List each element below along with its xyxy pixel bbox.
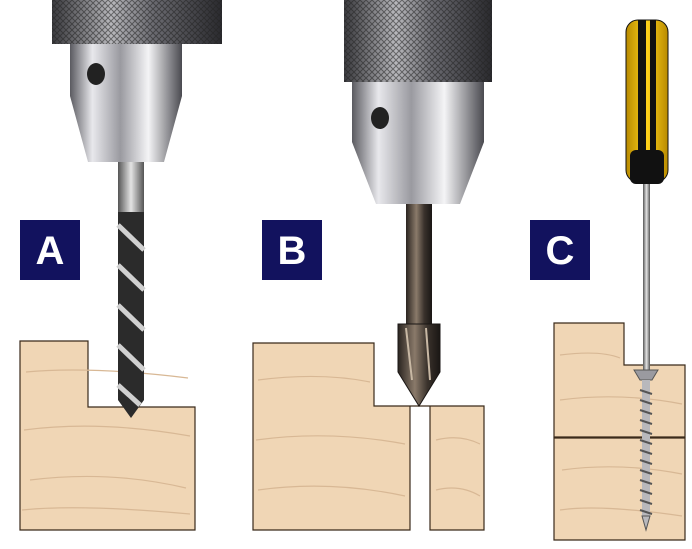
panel-label-b-text: B: [278, 229, 307, 273]
screwdriver: [625, 19, 669, 370]
drill-chuck-a: [52, 0, 222, 162]
panel-b: B: [252, 0, 492, 531]
panel-label-c-text: C: [546, 229, 575, 273]
drill-bit: [116, 162, 146, 418]
screw: [633, 369, 659, 532]
panel-label-a-text: A: [36, 229, 65, 273]
drill-chuck-b: [344, 0, 492, 204]
panel-label-b: B: [262, 220, 322, 280]
wood-block-b: [252, 342, 485, 531]
wood-block-c: [553, 322, 686, 541]
wood-block-a: [19, 340, 196, 531]
panel-label-c: C: [530, 220, 590, 280]
panel-c: C: [530, 19, 686, 541]
countersink-bit: [397, 204, 441, 407]
panel-a: A: [19, 0, 222, 531]
panel-label-a: A: [20, 220, 80, 280]
